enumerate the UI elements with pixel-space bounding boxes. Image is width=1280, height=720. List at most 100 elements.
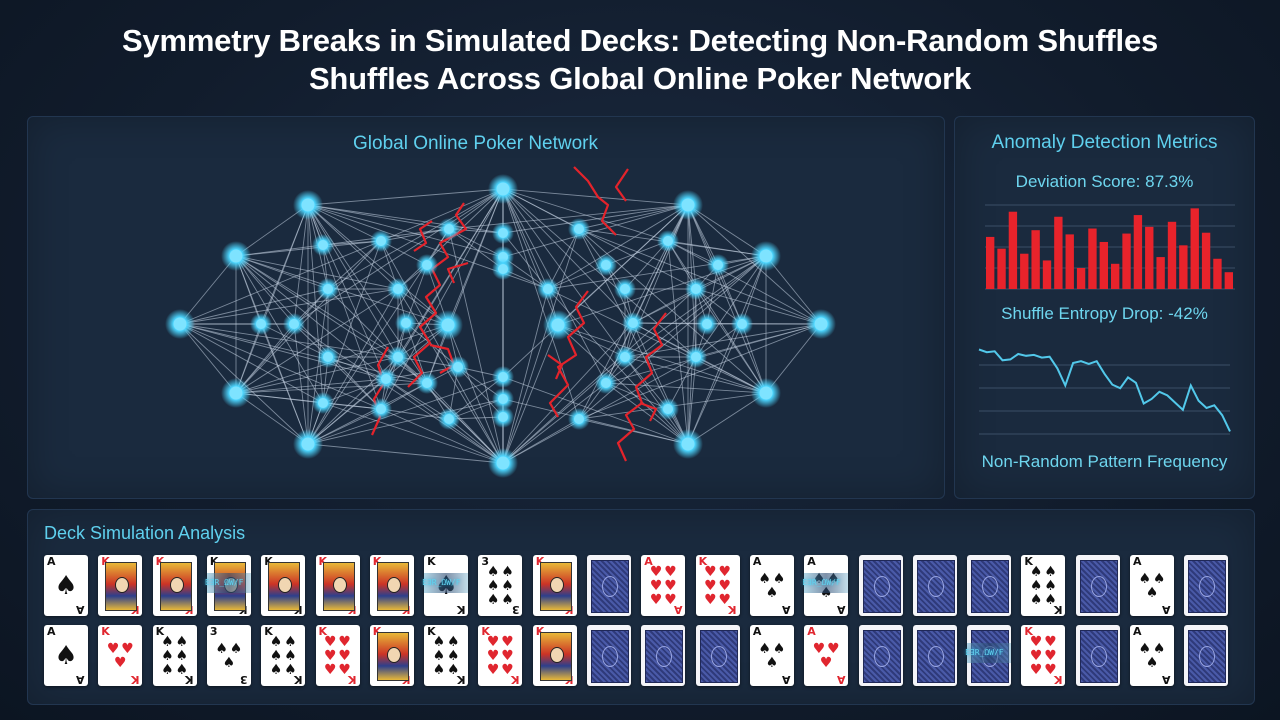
card-back [587, 625, 631, 686]
card-rank: K [155, 625, 165, 638]
deviation-bar [1031, 230, 1040, 289]
deviation-bar [1122, 233, 1131, 289]
heart-suit-icon: ♥♥♥♥♥♥ [486, 633, 514, 678]
face-card-art [539, 562, 572, 611]
card-rank: K [210, 556, 219, 568]
card-back [912, 555, 957, 616]
entropy-line [978, 348, 1231, 432]
card-back [1075, 625, 1120, 686]
deviation-bar [1020, 253, 1029, 289]
card-rank: K [373, 556, 382, 568]
card-back [587, 555, 631, 616]
deviation-bar [1201, 232, 1211, 289]
card-back-pattern [699, 630, 738, 683]
card-rank: 3 [481, 555, 490, 568]
card-back-pattern [971, 560, 1010, 613]
card-back [858, 625, 903, 686]
deviation-bar [1167, 221, 1177, 289]
card-back-pattern [1079, 630, 1118, 683]
spade-suit-icon: ♠♠♠♠♠♠ [161, 633, 189, 678]
heart-suit-icon: ♥♥♥♥♥♥ [649, 563, 677, 608]
deviation-bar [1088, 228, 1097, 289]
deviation-bar [1133, 215, 1143, 289]
playing-card: KK [261, 555, 306, 616]
network-panel: Global Online Poker Network [27, 116, 945, 499]
playing-card: KK [315, 555, 360, 616]
playing-card: KK [532, 625, 577, 686]
deviation-bar [1054, 216, 1063, 289]
spade-suit-icon: ♠♠♠ [1138, 570, 1166, 601]
deviation-bar [1145, 226, 1154, 289]
card-rank: K [264, 556, 273, 568]
face-card-art [105, 562, 138, 611]
card-rank: K [427, 555, 436, 568]
deviation-bar [1156, 257, 1165, 289]
playing-card: KK [532, 555, 577, 616]
spade-suit-icon: ♠♠♠♠♠♠ [269, 633, 297, 678]
deviation-bar [1008, 211, 1018, 289]
heart-suit-icon: ♥♥♥ [106, 640, 134, 671]
card-rank: A [807, 555, 816, 568]
card-back [641, 625, 686, 686]
pattern-frequency-label: Non-Random Pattern Frequency [981, 452, 1228, 471]
card-rank: A [1133, 625, 1142, 638]
card-rank: K [1024, 555, 1033, 568]
glitch-overlay-text: E∃R_ΩW/F [965, 648, 1004, 657]
face-card-art [268, 562, 301, 611]
face-card-art [322, 562, 355, 611]
card-back-pattern [862, 560, 901, 613]
spade-suit-icon: ♠♠♠♠♠♠ [486, 563, 514, 608]
card-back-pattern [916, 630, 955, 683]
card-rank: K [536, 626, 545, 638]
deviation-bar [986, 236, 995, 289]
card-rank: A [1133, 555, 1142, 568]
card-rank: A [644, 555, 653, 568]
card-back-pattern [645, 630, 684, 683]
playing-card: KK [98, 555, 143, 616]
card-back [912, 625, 957, 686]
card-rank: K [427, 625, 436, 638]
card-rank: K [481, 625, 490, 638]
spade-suit-icon: ♠♠♠ [1138, 640, 1166, 671]
glitch-overlay-text: E∃R_ΩW/F [204, 578, 244, 587]
deviation-bar [1099, 241, 1108, 289]
card-back-pattern [1188, 630, 1227, 683]
title-line-2: Shuffles Across Global Online Poker Netw… [308, 61, 972, 96]
spade-suit-icon: ♠♠♠ [758, 570, 786, 601]
glitch-overlay-text: E∃R_ΩW/F [422, 578, 461, 587]
deviation-bar [997, 248, 1006, 289]
title-line-1: Symmetry Breaks in Simulated Decks: Dete… [121, 23, 1159, 58]
spade-suit-icon: ♠ [54, 570, 78, 601]
card-back-pattern [591, 560, 629, 613]
card-back-pattern [1188, 560, 1227, 613]
deviation-bar [1179, 245, 1188, 289]
glitch-overlay-text: E∃R_ΩW/F [802, 578, 841, 587]
deviation-bar [1076, 268, 1086, 289]
deviation-bar [1224, 272, 1233, 289]
card-rank: K [698, 555, 708, 568]
page-title: Symmetry Breaks in Simulated Decks: Dete… [0, 22, 1280, 98]
card-back [695, 625, 740, 686]
deviation-score-label: Deviation Score: 87.3% [1015, 172, 1194, 191]
metrics-heading: Anomaly Detection Metrics [991, 132, 1218, 153]
playing-card: KK [206, 555, 251, 616]
entropy-drop-label: Shuffle Entropy Drop: -42% [1001, 304, 1208, 323]
face-card-art [539, 632, 572, 681]
heart-suit-icon: ♥♥♥♥♥♥ [1029, 633, 1057, 678]
deviation-bar [1213, 258, 1222, 289]
deviation-bar [1065, 234, 1074, 289]
metrics-panel: Anomaly Detection Metrics Deviation Scor… [954, 116, 1255, 499]
spade-suit-icon: ♠♠♠♠♠♠ [432, 633, 460, 678]
card-back-pattern [1079, 560, 1118, 613]
